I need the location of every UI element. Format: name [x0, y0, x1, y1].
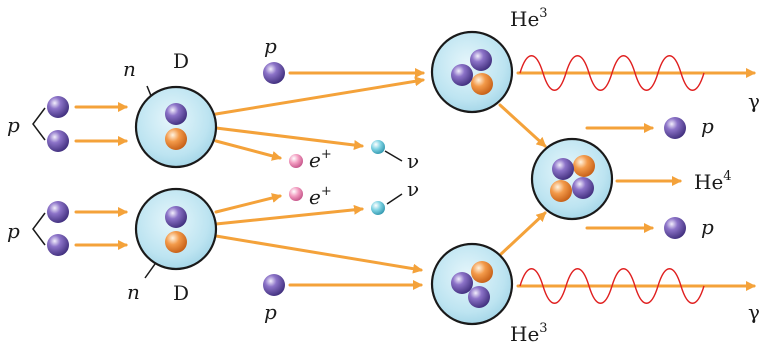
proton-particle	[470, 49, 492, 71]
bracket-upper	[33, 108, 45, 140]
helium3-nucleus-bottom	[432, 244, 512, 324]
proton-particle	[572, 177, 594, 199]
proton-particle	[664, 117, 686, 139]
proton-label: p	[264, 34, 277, 58]
neutrino-label: ν	[407, 149, 419, 173]
helium3-nucleus-top	[432, 32, 512, 112]
proton-particle	[451, 272, 473, 294]
proton-particle	[165, 103, 187, 125]
proton-label: p	[7, 113, 20, 137]
proton-label: p	[7, 219, 20, 243]
pointer-neutrino-top	[385, 151, 402, 161]
proton-particle	[47, 234, 69, 256]
proton-label: p	[264, 300, 277, 324]
labels: p p p p p p n n D D e+ e+ ν ν He3 He3 He…	[7, 6, 760, 346]
proton-particle	[263, 62, 285, 84]
deuterium-label: D	[173, 281, 189, 305]
positron-particle	[289, 154, 303, 168]
neutron-particle	[165, 231, 187, 253]
neutrinos	[371, 140, 385, 215]
proton-particle	[664, 217, 686, 239]
gamma-label: γ	[748, 89, 760, 113]
arrow-he3-bottom-to-he4	[500, 213, 545, 255]
gamma-label: γ	[748, 300, 760, 324]
helium4-label: He4	[694, 169, 732, 194]
positron-particle	[289, 187, 303, 201]
proton-label: p	[701, 114, 714, 138]
positron-label: e+	[309, 184, 332, 209]
proton-particle	[552, 158, 574, 180]
positrons	[289, 154, 303, 201]
proton-particle	[165, 206, 187, 228]
neutrino-particle	[371, 140, 385, 154]
deuterium-label: D	[173, 49, 189, 73]
deuterium-nucleus-bottom	[136, 189, 216, 269]
neutrino-label: ν	[407, 177, 419, 201]
arrow-d-to-neutrino-top	[216, 128, 362, 146]
proton-label: p	[701, 215, 714, 239]
proton-particle	[451, 64, 473, 86]
bracket-lower	[33, 213, 45, 245]
neutron-label: n	[123, 57, 136, 81]
proton-particle	[263, 274, 285, 296]
proton-particle	[47, 96, 69, 118]
arrow-d-to-positron-top	[216, 141, 280, 158]
proton-particle	[47, 130, 69, 152]
arrow-d-to-neutrino-bottom	[216, 209, 362, 224]
neutrino-particle	[371, 201, 385, 215]
helium4-nucleus	[532, 139, 612, 219]
neutron-particle	[471, 261, 493, 283]
arrow-d-to-he3-top	[216, 80, 423, 114]
arrow-he3-top-to-he4	[500, 105, 545, 146]
helium3-label: He3	[510, 6, 548, 31]
positron-label: e+	[309, 147, 332, 172]
deuterium-nucleus-top	[136, 87, 216, 167]
arrow-d-to-he3-bottom	[216, 236, 421, 270]
arrow-d-to-positron-bottom	[216, 196, 280, 212]
neutron-particle	[550, 180, 572, 202]
neutron-particle	[573, 155, 595, 177]
pointer-neutrino-bottom	[387, 194, 402, 204]
neutron-particle	[471, 73, 493, 95]
helium3-label: He3	[510, 321, 548, 346]
neutron-label: n	[127, 280, 140, 304]
proton-particle	[47, 201, 69, 223]
neutron-particle	[165, 128, 187, 150]
proton-particle	[468, 286, 490, 308]
